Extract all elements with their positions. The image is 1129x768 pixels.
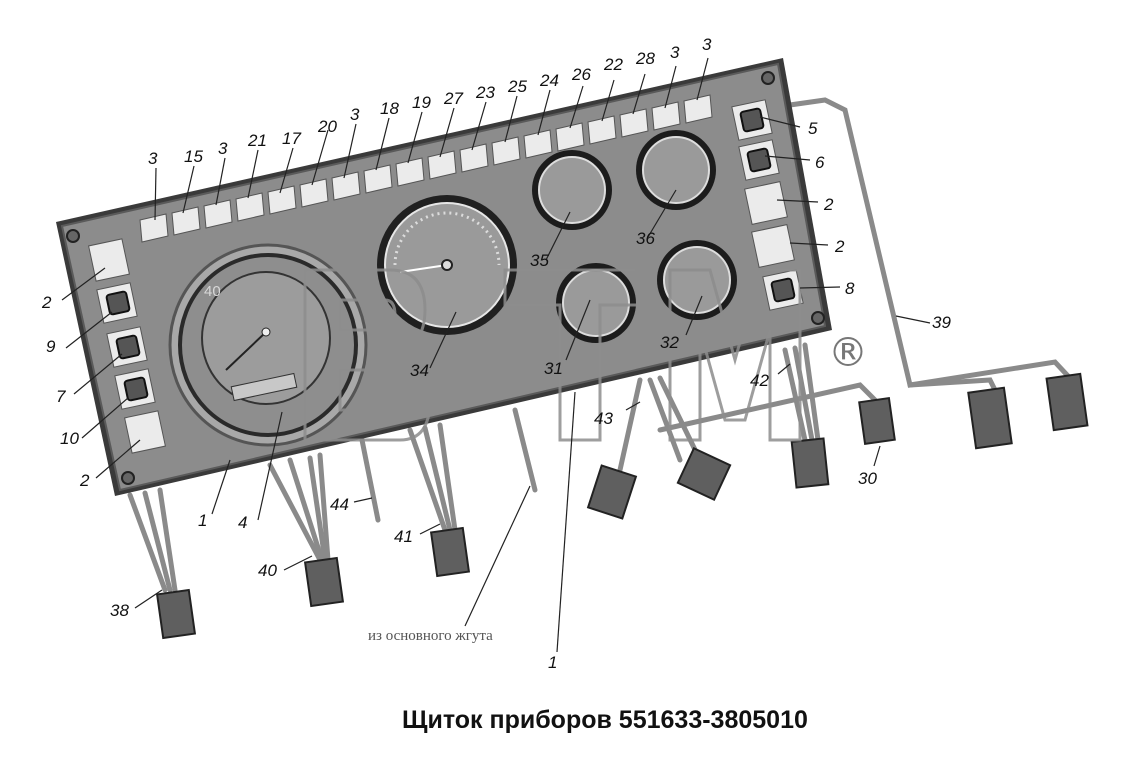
blank-switch [124, 410, 166, 454]
callout-top: 26 [571, 65, 591, 84]
callout-right: 8 [845, 279, 855, 298]
callout-top: 3 [670, 43, 680, 62]
blank-switch [88, 238, 130, 282]
rocker-switch-button [123, 376, 149, 402]
callout-top: 3 [350, 105, 360, 124]
rocker-switch-button [770, 277, 796, 303]
callout-right: 2 [823, 195, 834, 214]
leader-lines [61, 57, 931, 653]
blank-switch [744, 181, 788, 225]
callout-top: 27 [443, 89, 463, 108]
odometer [230, 372, 298, 402]
callout-left: 2 [79, 471, 90, 490]
gauge-31 [556, 263, 636, 343]
wiring-harness [127, 97, 1071, 593]
callout-bottom: 42 [750, 371, 769, 390]
callout-gauge: 35 [530, 251, 549, 270]
callout-bottom: 4 [238, 513, 247, 532]
connector-40 [303, 556, 345, 608]
callout-gauge: 34 [410, 361, 429, 380]
connector-43a [586, 464, 638, 520]
speedometer-needle [225, 331, 267, 371]
callout-bottom: 30 [858, 469, 877, 488]
left-switch-column [88, 238, 166, 454]
callout-top: 22 [603, 55, 623, 74]
callout-bottom: 41 [394, 527, 413, 546]
callout-bottom: 38 [110, 601, 129, 620]
callout-bottom: 44 [330, 495, 349, 514]
callout-top: 19 [412, 93, 431, 112]
callout-top: 25 [507, 77, 527, 96]
tachometer [377, 195, 517, 335]
callout-top: 28 [635, 49, 655, 68]
callout-left: 2 [41, 293, 52, 312]
mount-screw [66, 229, 80, 243]
mount-screw [811, 311, 825, 325]
connectors [155, 372, 1089, 640]
mount-screw [121, 471, 135, 485]
watermark: ® [303, 268, 868, 442]
callout-top: 20 [317, 117, 337, 136]
connector-39b [1045, 372, 1089, 432]
rocker-switch-button [115, 334, 141, 360]
callout-top: 3 [218, 139, 228, 158]
callout-top: 15 [184, 147, 203, 166]
callout-gauge: 31 [544, 359, 563, 378]
callout-right: 5 [808, 119, 818, 138]
source-harness-note: из основного жгута [368, 628, 493, 644]
blank-switch [751, 224, 795, 268]
callout-right: 6 [815, 153, 825, 172]
callout-labels: 3 15 3 21 17 20 3 18 19 27 23 25 24 26 2… [41, 35, 951, 672]
connector-39a [967, 386, 1013, 450]
connector-38 [155, 588, 197, 640]
callout-gauge: 36 [636, 229, 655, 248]
callout-top: 23 [475, 83, 495, 102]
callout-bottom: 43 [594, 409, 613, 428]
speedometer-hub [261, 327, 271, 337]
callout-bottom: 1 [548, 653, 557, 672]
tachometer-needle [399, 264, 448, 273]
diagram-title: Щиток приборов 551633-3805010 [402, 706, 808, 734]
connector-42 [790, 437, 830, 489]
watermark-registered-mark: ® [828, 330, 868, 376]
speedometer-scale-label: 40 [204, 283, 221, 300]
right-switch-column [731, 99, 804, 311]
rocker-switch-button [746, 147, 772, 173]
callout-left: 10 [60, 429, 79, 448]
callout-top: 18 [380, 99, 399, 118]
callout-right: 2 [834, 237, 845, 256]
callout-top: 17 [282, 129, 301, 148]
rocker-switch-button [739, 107, 765, 133]
callout-bottom: 1 [198, 511, 207, 530]
indicator-switch-row [139, 94, 713, 243]
connector-41 [429, 526, 471, 578]
callout-top: 3 [702, 35, 712, 54]
connector-43b [676, 446, 732, 502]
tachometer-hub [441, 259, 453, 271]
rocker-switch-button [105, 290, 131, 316]
callout-bottom: 40 [258, 561, 277, 580]
callout-left: 9 [46, 337, 56, 356]
callout-top: 24 [539, 71, 559, 90]
callout-top: 21 [247, 131, 267, 150]
callout-left: 7 [56, 387, 66, 406]
callout-top: 3 [148, 149, 158, 168]
speedometer: 40 [168, 243, 368, 447]
callout-gauge: 32 [660, 333, 679, 352]
callout-bottom: 39 [932, 313, 951, 332]
gauge-35 [532, 150, 612, 230]
connector-30 [858, 396, 896, 446]
gauge-36 [636, 130, 716, 210]
mount-screw [761, 71, 775, 85]
